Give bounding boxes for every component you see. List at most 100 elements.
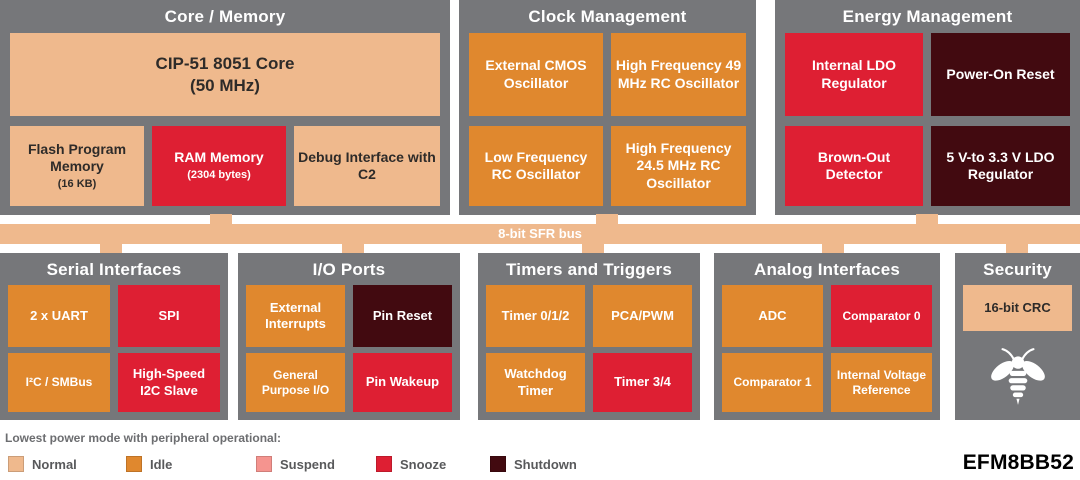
block-note: (16 KB) (57, 177, 97, 190)
sfr-bus: 8-bit SFR bus (0, 224, 1080, 244)
legend-label: Idle (150, 456, 173, 472)
block-label: Timer 3/4 (614, 374, 671, 390)
bus-connector (822, 244, 844, 254)
panel-clock-management: Clock Management External CMOS Oscillato… (459, 0, 756, 215)
block-16bit-crc: 16-bit CRC (963, 285, 1072, 331)
block-adc: ADC (722, 285, 823, 347)
bus-connector (210, 214, 232, 224)
block-5v-ldo-regulator: 5 V-to 3.3 V LDO Regulator (931, 126, 1070, 206)
panel-title-timers-triggers: Timers and Triggers (506, 260, 672, 279)
block-label: Pin Reset (372, 307, 433, 323)
busy-bee-icon (991, 348, 1045, 405)
block-label: General Purpose I/O (261, 367, 330, 397)
legend-swatch-snooze (376, 456, 392, 472)
panel-title-serial-interfaces: Serial Interfaces (46, 260, 182, 279)
block-pca-pwm: PCA/PWM (593, 285, 692, 347)
block-spi: SPI (118, 285, 220, 347)
block-label-line2: (50 MHz) (190, 75, 260, 95)
part-number: EFM8BB52 (962, 451, 1074, 474)
legend-label: Shutdown (514, 456, 577, 472)
block-pin-reset: Pin Reset (353, 285, 452, 347)
block-high-speed-i2c-slave: High-Speed I2C Slave (118, 353, 220, 412)
bus-connector (342, 244, 364, 254)
block-timer-012: Timer 0/1/2 (486, 285, 585, 347)
block-lf-rc-oscillator: Low Frequency RC Oscillator (469, 126, 603, 206)
block-power-on-reset: Power-On Reset (931, 33, 1070, 116)
block-brown-out-detector: Brown-Out Detector (785, 126, 923, 206)
block-label: SPI (158, 307, 180, 323)
block-label: Flash Program Memory (27, 140, 127, 175)
panel-energy-management: Energy Management Internal LDO Regulator… (775, 0, 1080, 215)
block-comparator-0: Comparator 0 (831, 285, 932, 347)
legend-swatch-shutdown (490, 456, 506, 472)
block-external-interrupts: External Interrupts (246, 285, 345, 347)
bus-connector (916, 214, 938, 224)
panel-title-io-ports: I/O Ports (312, 260, 386, 279)
block-external-cmos-oscillator: External CMOS Oscillator (469, 33, 603, 116)
block-label: External Interrupts (265, 299, 326, 331)
block-watchdog-timer: Watchdog Timer (486, 353, 585, 412)
block-label: Internal LDO Regulator (811, 57, 896, 91)
block-label: CIP-51 8051 Core (155, 54, 295, 74)
bus-connector (582, 244, 604, 254)
legend-item-idle: Idle (126, 456, 172, 472)
block-label: Internal Voltage Reference (836, 367, 927, 397)
block-flash-memory: Flash Program Memory (16 KB) (10, 126, 144, 206)
panel-serial-interfaces: Serial Interfaces 2 x UART SPI I²C / SMB… (0, 253, 228, 420)
block-label: RAM Memory (174, 149, 264, 166)
block-timer-34: Timer 3/4 (593, 353, 692, 412)
panel-title-energy-management: Energy Management (842, 7, 1013, 26)
block-label: High Frequency 24.5 MHz RC Oscillator (625, 139, 732, 191)
block-label: Comparator 0 (842, 308, 921, 323)
block-label: I²C / SMBus (25, 375, 93, 389)
block-label: Power-On Reset (946, 65, 1055, 82)
panel-title-analog-interfaces: Analog Interfaces (753, 260, 901, 279)
panel-analog-interfaces: Analog Interfaces ADC Comparator 0 Compa… (714, 253, 940, 420)
panel-title-core-memory: Core / Memory (164, 7, 286, 26)
block-cip51-core: CIP-51 8051 Core (50 MHz) (10, 33, 440, 116)
bus-connector (1006, 244, 1028, 254)
legend-item-shutdown: Shutdown (490, 456, 577, 472)
block-i2c-smbus: I²C / SMBus (8, 353, 110, 412)
block-label: High Frequency 49 MHz RC Oscillator (615, 57, 742, 91)
block-pin-wakeup: Pin Wakeup (353, 353, 452, 412)
legend-item-suspend: Suspend (256, 456, 335, 472)
block-label: Timer 0/1/2 (501, 307, 570, 323)
legend-swatch-suspend (256, 456, 272, 472)
panel-security: Security 16-bit CRC (955, 253, 1080, 420)
block-label: Comparator 1 (733, 375, 812, 389)
block-label: Debug Interface with C2 (298, 148, 436, 183)
block-ram-memory: RAM Memory (2304 bytes) (152, 126, 286, 206)
block-label: PCA/PWM (611, 307, 674, 323)
bus-connector (596, 214, 618, 224)
block-general-purpose-io: General Purpose I/O (246, 353, 345, 412)
legend-swatch-normal (8, 456, 24, 472)
block-label: ADC (758, 307, 787, 323)
block-label: 16-bit CRC (984, 299, 1051, 315)
legend-label: Normal (32, 456, 77, 472)
block-label: High-Speed I2C Slave (132, 366, 206, 398)
panel-core-memory: Core / Memory CIP-51 8051 Core (50 MHz) … (0, 0, 450, 215)
block-note: (2304 bytes) (187, 168, 251, 181)
block-debug-interface: Debug Interface with C2 (294, 126, 440, 206)
block-internal-ldo-regulator: Internal LDO Regulator (785, 33, 923, 116)
block-label: Pin Wakeup (365, 374, 440, 390)
legend-item-normal: Normal (8, 456, 77, 472)
panel-io-ports: I/O Ports External Interrupts Pin Reset … (238, 253, 460, 420)
block-label: 5 V-to 3.3 V LDO Regulator (946, 148, 1055, 183)
panel-title-clock-management: Clock Management (528, 7, 687, 26)
block-label: Low Frequency RC Oscillator (484, 148, 588, 183)
legend-label: Suspend (280, 456, 335, 472)
block-internal-voltage-reference: Internal Voltage Reference (831, 353, 932, 412)
legend-label: Snooze (400, 456, 447, 472)
block-label: Brown-Out Detector (817, 148, 891, 183)
block-hf-245mhz-oscillator: High Frequency 24.5 MHz RC Oscillator (611, 126, 746, 206)
legend-swatch-idle (126, 456, 142, 472)
block-label: 2 x UART (30, 307, 88, 323)
panel-timers-triggers: Timers and Triggers Timer 0/1/2 PCA/PWM … (478, 253, 700, 420)
legend-caption: Lowest power mode with peripheral operat… (5, 431, 282, 445)
block-comparator-1: Comparator 1 (722, 353, 823, 412)
block-label: Watchdog Timer (504, 366, 567, 398)
legend-item-snooze: Snooze (376, 456, 446, 472)
